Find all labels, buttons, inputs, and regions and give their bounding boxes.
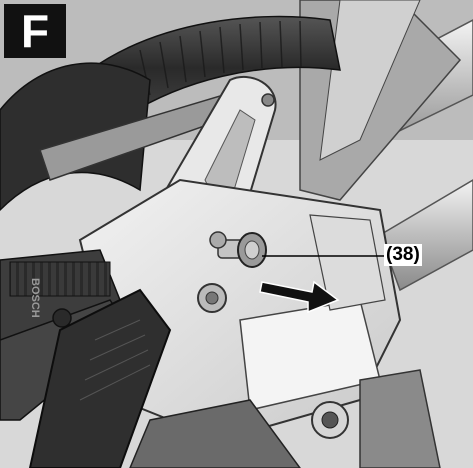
lower-assembly	[129, 369, 441, 468]
callout-label-38: (38)	[384, 244, 422, 266]
main-housing	[78, 178, 402, 442]
pull-arrow	[259, 280, 340, 314]
upper-arm	[299, 0, 462, 201]
lock-pin	[209, 231, 267, 268]
dust-hose	[0, 15, 341, 212]
motor-cover: BOSCH	[0, 249, 172, 468]
figure-letter: F	[4, 4, 66, 58]
brand-text: BOSCH	[29, 278, 41, 318]
